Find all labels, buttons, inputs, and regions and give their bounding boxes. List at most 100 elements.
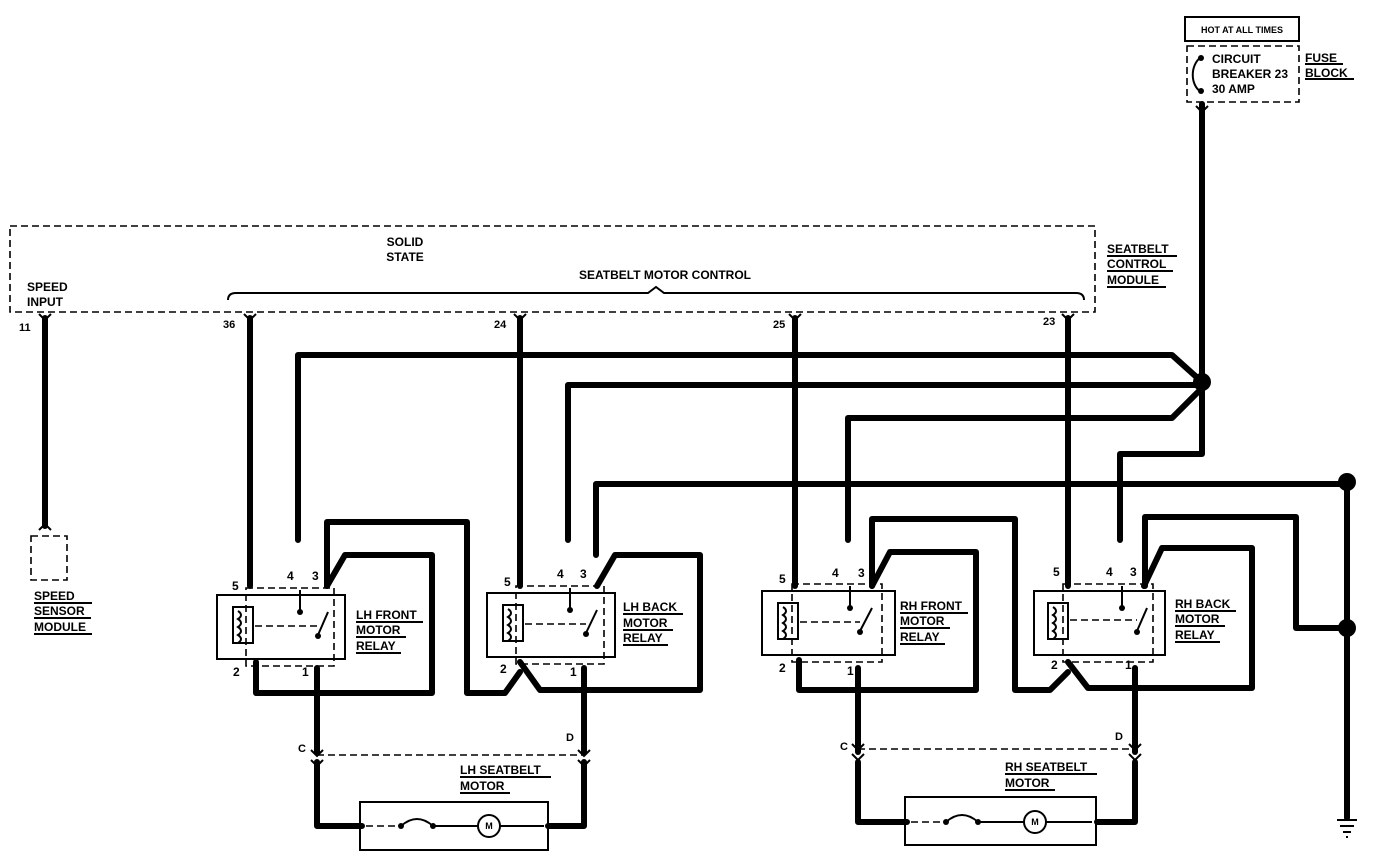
connector-d-label: D (566, 732, 574, 744)
control-module-outline (9, 225, 1096, 313)
svg-text:M: M (1031, 817, 1039, 827)
relay-rh-front: 5 4 3 2 1 RH FRONT MOTOR RELAY (761, 566, 968, 678)
svg-text:3: 3 (858, 566, 865, 580)
terminal-marks (38, 105, 1209, 531)
ground-icon (1337, 819, 1357, 838)
motor-control-brace (227, 285, 1085, 301)
seatbelt-control-module: SOLID STATE SEATBELT MOTOR CONTROL SPEED… (9, 225, 1177, 334)
feed-rh-back-wire (1117, 382, 1205, 543)
relay-rh-front-line1: RH FRONT (900, 599, 963, 613)
ground-splice-mid (1338, 619, 1356, 637)
module-name-line1: SEATBELT (1107, 242, 1169, 256)
motor-control-label: SEATBELT MOTOR CONTROL (579, 268, 751, 282)
svg-text:2: 2 (233, 665, 240, 679)
hot-at-all-times-box (1184, 16, 1300, 42)
lh-motor-housing (359, 801, 549, 851)
lh-motor-breaker-icon (400, 818, 434, 827)
lh-front-pin2-loop (253, 552, 435, 696)
speed-sensor-line1: SPEED (34, 589, 75, 603)
module-solid-label: SOLID (387, 235, 424, 249)
relay-rh-back-line3: RELAY (1175, 628, 1215, 642)
lh-motor-line1: LH SEATBELT (460, 763, 542, 777)
speed-sensor-module: SPEED SENSOR MODULE (30, 535, 92, 635)
relay-rh-front-line2: MOTOR (900, 614, 945, 628)
svg-text:1: 1 (570, 665, 577, 679)
connector-d-label: D (1115, 731, 1123, 743)
relay-coil-icon (777, 602, 799, 640)
relay-lh-back-line2: MOTOR (623, 616, 668, 630)
pin-23-label: 23 (1043, 316, 1055, 328)
rh-motor-left-wire (855, 759, 910, 825)
rh-back-ground-stub (1142, 514, 1255, 589)
pin-36-label: 36 (223, 319, 235, 331)
relay-switch-icon (317, 611, 329, 636)
relay-switch-icon (585, 609, 598, 634)
relay-rh-back: 5 4 3 2 1 RH BACK MOTOR RELAY (1033, 565, 1236, 672)
svg-text:3: 3 (1130, 565, 1137, 579)
relay-rh-front-line3: RELAY (900, 630, 940, 644)
svg-text:4: 4 (832, 566, 839, 580)
svg-text:5: 5 (232, 579, 239, 593)
pin-24-label: 24 (494, 319, 507, 331)
relay-lh-front-line2: MOTOR (356, 623, 401, 637)
connector-c-label: C (298, 743, 306, 755)
connector-rh: C D (840, 731, 1142, 762)
relay-switch-icon (859, 607, 873, 632)
rh-motor-line2: MOTOR (1005, 776, 1050, 790)
relay-coil-icon (502, 604, 524, 642)
module-state-label: STATE (386, 250, 424, 264)
svg-text:M: M (485, 821, 493, 831)
rh-front-pin3-loop (869, 516, 1071, 693)
circuit-breaker-symbol (1191, 56, 1202, 93)
speed-sensor-line3: MODULE (34, 620, 86, 634)
svg-text:2: 2 (500, 662, 507, 676)
svg-text:5: 5 (779, 572, 786, 586)
rh-front-pin2-loop (796, 549, 979, 693)
svg-text:1: 1 (847, 664, 854, 678)
ground-rh-back-wire (1249, 514, 1350, 631)
relay-lh-front: 5 4 3 2 1 LH FRONT MOTOR RELAY (216, 569, 423, 679)
connector-c-label: C (840, 741, 848, 753)
svg-text:4: 4 (1106, 565, 1113, 579)
pin-25-label: 25 (773, 319, 785, 331)
svg-text:4: 4 (287, 569, 294, 583)
svg-text:5: 5 (504, 575, 511, 589)
relay-coil-icon (1047, 602, 1069, 640)
svg-text:1: 1 (302, 665, 309, 679)
breaker-terminal-bottom (1198, 88, 1204, 94)
relay-lh-back: 5 4 3 2 1 LH BACK MOTOR RELAY (486, 567, 683, 679)
svg-text:3: 3 (580, 567, 587, 581)
lh-motor-right-wire (545, 759, 587, 829)
relay-lh-front-line1: LH FRONT (356, 608, 417, 622)
svg-text:2: 2 (1051, 658, 1058, 672)
module-name-line2: CONTROL (1107, 257, 1166, 271)
speed-sensor-outline (30, 535, 68, 581)
relay-rh-back-line2: MOTOR (1175, 612, 1220, 626)
svg-text:5: 5 (1053, 565, 1060, 579)
rh-motor-line1: RH SEATBELT (1005, 760, 1088, 774)
fuse-block-label-line2: BLOCK (1305, 66, 1348, 80)
rh-motor-breaker-icon (945, 814, 979, 823)
relay-coil-icon (232, 606, 254, 644)
rh-motor-right-wire (1094, 759, 1138, 825)
circuit-breaker-line3: 30 AMP (1212, 82, 1255, 96)
connector-lh: C D (298, 732, 591, 768)
rh-seatbelt-motor: RH SEATBELT MOTOR M (904, 760, 1097, 846)
speed-input-line1: SPEED (27, 280, 68, 294)
svg-text:2: 2 (779, 661, 786, 675)
rh-motor-housing (904, 796, 1097, 846)
circuit-breaker-line1: CIRCUIT (1212, 52, 1261, 66)
fuse-block-outline (1186, 45, 1300, 103)
svg-text:1: 1 (1125, 658, 1132, 672)
module-name-line3: MODULE (1107, 273, 1159, 287)
breaker-terminal-top (1198, 55, 1204, 61)
svg-text:4: 4 (557, 567, 564, 581)
ground-bus-wire (593, 481, 1350, 558)
lh-back-pin3-loop (517, 552, 703, 693)
wiring (42, 101, 1357, 838)
fuse-block: HOT AT ALL TIMES CIRCUIT BREAKER 23 30 A… (1184, 16, 1354, 103)
pin-11-label: 11 (19, 322, 31, 334)
relay-switch-icon (1136, 607, 1148, 632)
relay-lh-back-line1: LH BACK (623, 600, 677, 614)
lh-seatbelt-motor: LH SEATBELT MOTOR M (359, 763, 551, 851)
